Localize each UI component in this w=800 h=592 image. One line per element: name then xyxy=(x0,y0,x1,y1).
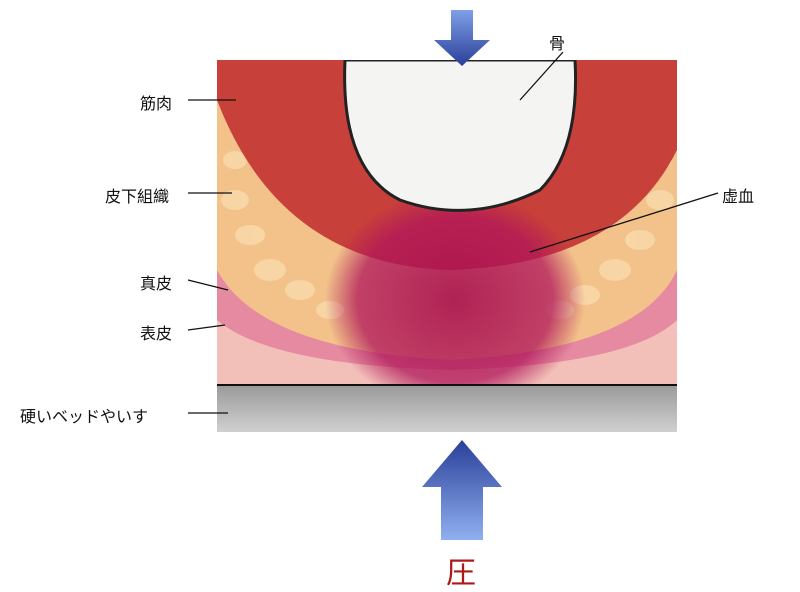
hard-surface xyxy=(217,385,677,432)
label-pressure: 圧 xyxy=(446,556,476,591)
label-dermis: 真皮 xyxy=(140,274,173,293)
label-surface: 硬いベッドやいす xyxy=(20,407,149,426)
label-bone: 骨 xyxy=(549,34,566,53)
bone xyxy=(343,60,578,212)
ischemia-area xyxy=(325,190,585,385)
top-pressure-arrow xyxy=(434,10,490,66)
label-epidermis: 表皮 xyxy=(140,324,173,343)
leader-lines xyxy=(187,51,719,414)
label-muscle: 筋肉 xyxy=(140,94,173,113)
bottom-pressure-arrow xyxy=(422,440,502,540)
label-subcutaneous: 皮下組織 xyxy=(105,187,170,206)
label-ischemia: 虚血 xyxy=(722,187,755,206)
epidermis-layer xyxy=(217,320,677,385)
